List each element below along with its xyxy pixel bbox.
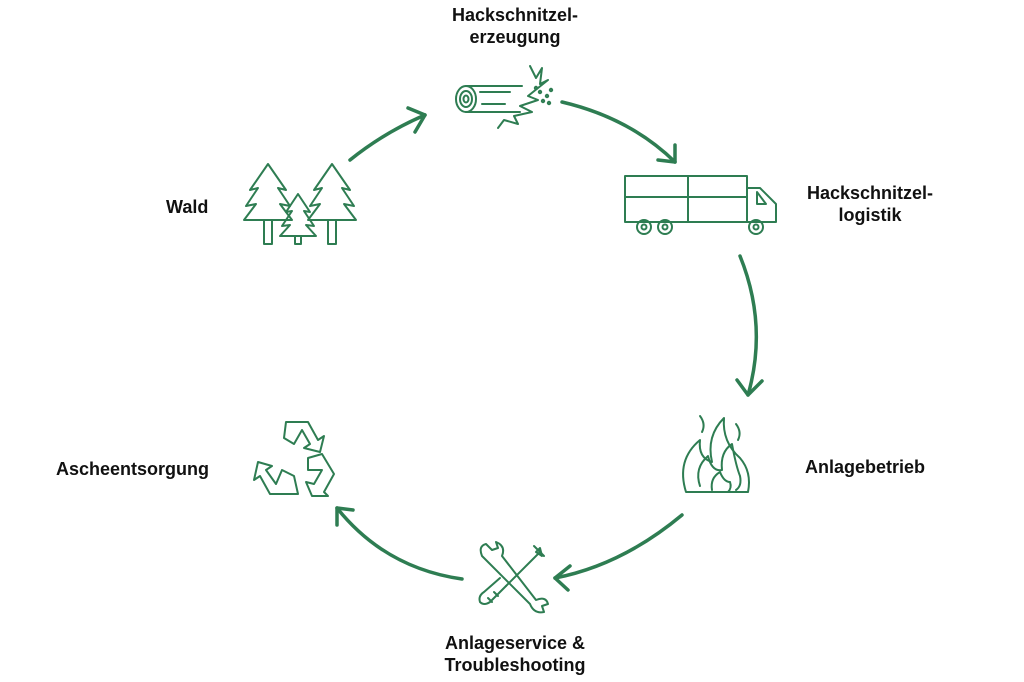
fire-icon: [682, 415, 750, 493]
label-hackschnitzellogistik: Hackschnitzel- logistik: [790, 182, 950, 226]
label-line: Ascheentsorgung: [56, 459, 210, 479]
label-line: Hackschnitzel-: [806, 183, 934, 203]
label-anlagebetrieb: Anlagebetrieb: [805, 456, 925, 478]
arrow-wald-to-erzeugung: [348, 106, 427, 162]
tools-icon: [478, 541, 549, 614]
label-hackschnitzelerzeugung: Hackschnitzel- erzeugung: [430, 4, 600, 48]
label-line: Anlageservice &: [444, 633, 586, 653]
label-line: erzeugung: [469, 27, 561, 47]
arrow-service-to-ascheentsorgung: [335, 506, 464, 581]
recycle-icon: [253, 421, 335, 497]
label-line: Wald: [166, 197, 209, 217]
truck-icon: [624, 175, 777, 235]
arrow-logistik-to-anlagebetrieb: [735, 254, 764, 397]
forest-icon: [243, 163, 357, 245]
label-anlageservice: Anlageservice & Troubleshooting: [420, 632, 610, 676]
arrow-anlagebetrieb-to-service: [553, 513, 684, 592]
label-line: logistik: [838, 205, 902, 225]
label-ascheentsorgung: Ascheentsorgung: [56, 458, 209, 480]
label-line: Troubleshooting: [444, 655, 586, 675]
label-line: Anlagebetrieb: [805, 457, 926, 477]
label-line: Hackschnitzel-: [451, 5, 579, 25]
log-chipping-icon: [455, 65, 554, 129]
label-wald: Wald: [166, 196, 208, 218]
arrow-erzeugung-to-logistik: [560, 100, 677, 164]
